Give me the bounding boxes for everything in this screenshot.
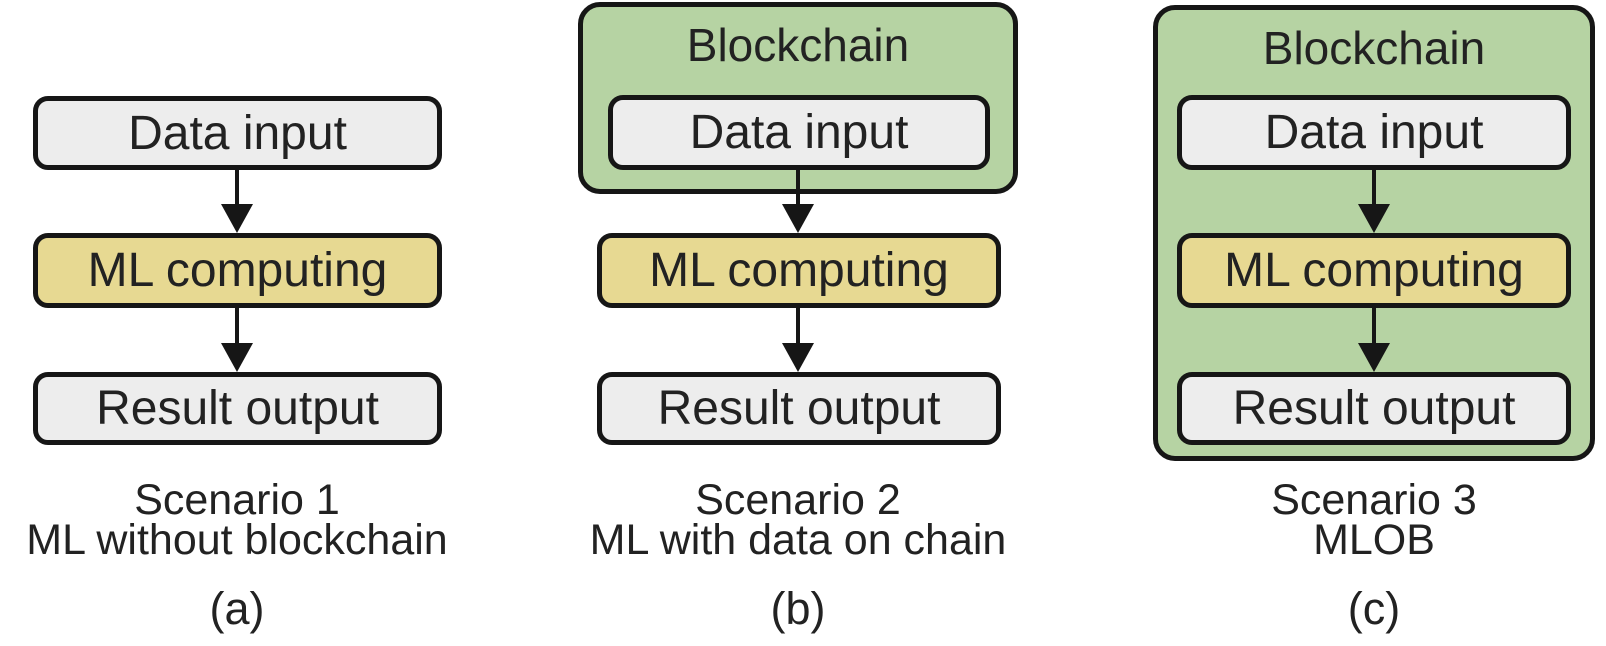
data-input-box: Data input	[1177, 95, 1571, 170]
arrow-down-icon	[781, 308, 815, 372]
result-output-box: Result output	[33, 372, 442, 445]
ml-computing-label: ML computing	[1224, 244, 1524, 297]
arrow-shaft	[796, 308, 800, 350]
data-input-label: Data input	[1264, 106, 1484, 159]
caption-subtitle: ML with data on chain	[589, 516, 1007, 564]
caption-tag: (c)	[1347, 583, 1401, 634]
arrow-down-icon	[1357, 170, 1391, 233]
result-output-label: Result output	[96, 382, 379, 435]
arrow-down-icon	[781, 170, 815, 233]
arrow-head	[782, 204, 814, 233]
result-output-label: Result output	[657, 382, 941, 435]
caption-title: Scenario 1	[134, 476, 340, 524]
arrow-head	[782, 343, 814, 372]
arrow-head	[221, 204, 253, 233]
arrow-down-icon	[1357, 308, 1391, 372]
ml-computing-label: ML computing	[87, 244, 388, 297]
ml-computing-box: ML computing	[1177, 233, 1571, 308]
result-output-box: Result output	[1177, 372, 1571, 445]
blockchain-label: Blockchain	[686, 19, 910, 71]
ml-computing-box: ML computing	[597, 233, 1001, 308]
caption-title: Scenario 2	[695, 476, 901, 524]
arrow-head	[221, 343, 253, 372]
caption-tag: (a)	[209, 583, 265, 634]
ml-computing-box: ML computing	[33, 233, 442, 308]
caption-subtitle: MLOB	[1313, 516, 1435, 564]
data-input-box: Data input	[608, 95, 990, 170]
arrow-shaft	[235, 170, 239, 211]
blockchain-label: Blockchain	[1262, 22, 1486, 74]
caption-subtitle: ML without blockchain	[26, 516, 448, 564]
caption-tag: (b)	[770, 583, 826, 634]
arrow-shaft	[235, 308, 239, 350]
arrow-shaft	[1372, 170, 1376, 211]
arrow-down-icon	[220, 308, 254, 372]
data-input-label: Data input	[689, 106, 909, 159]
arrow-shaft	[796, 170, 800, 211]
arrow-head	[1358, 343, 1390, 372]
result-output-label: Result output	[1232, 382, 1516, 435]
arrow-shaft	[1372, 308, 1376, 350]
data-input-box: Data input	[33, 96, 442, 170]
ml-computing-label: ML computing	[649, 244, 949, 297]
data-input-label: Data input	[128, 106, 347, 160]
arrow-head	[1358, 204, 1390, 233]
result-output-box: Result output	[597, 372, 1001, 445]
caption-title: Scenario 3	[1271, 476, 1477, 524]
arrow-down-icon	[220, 170, 254, 233]
